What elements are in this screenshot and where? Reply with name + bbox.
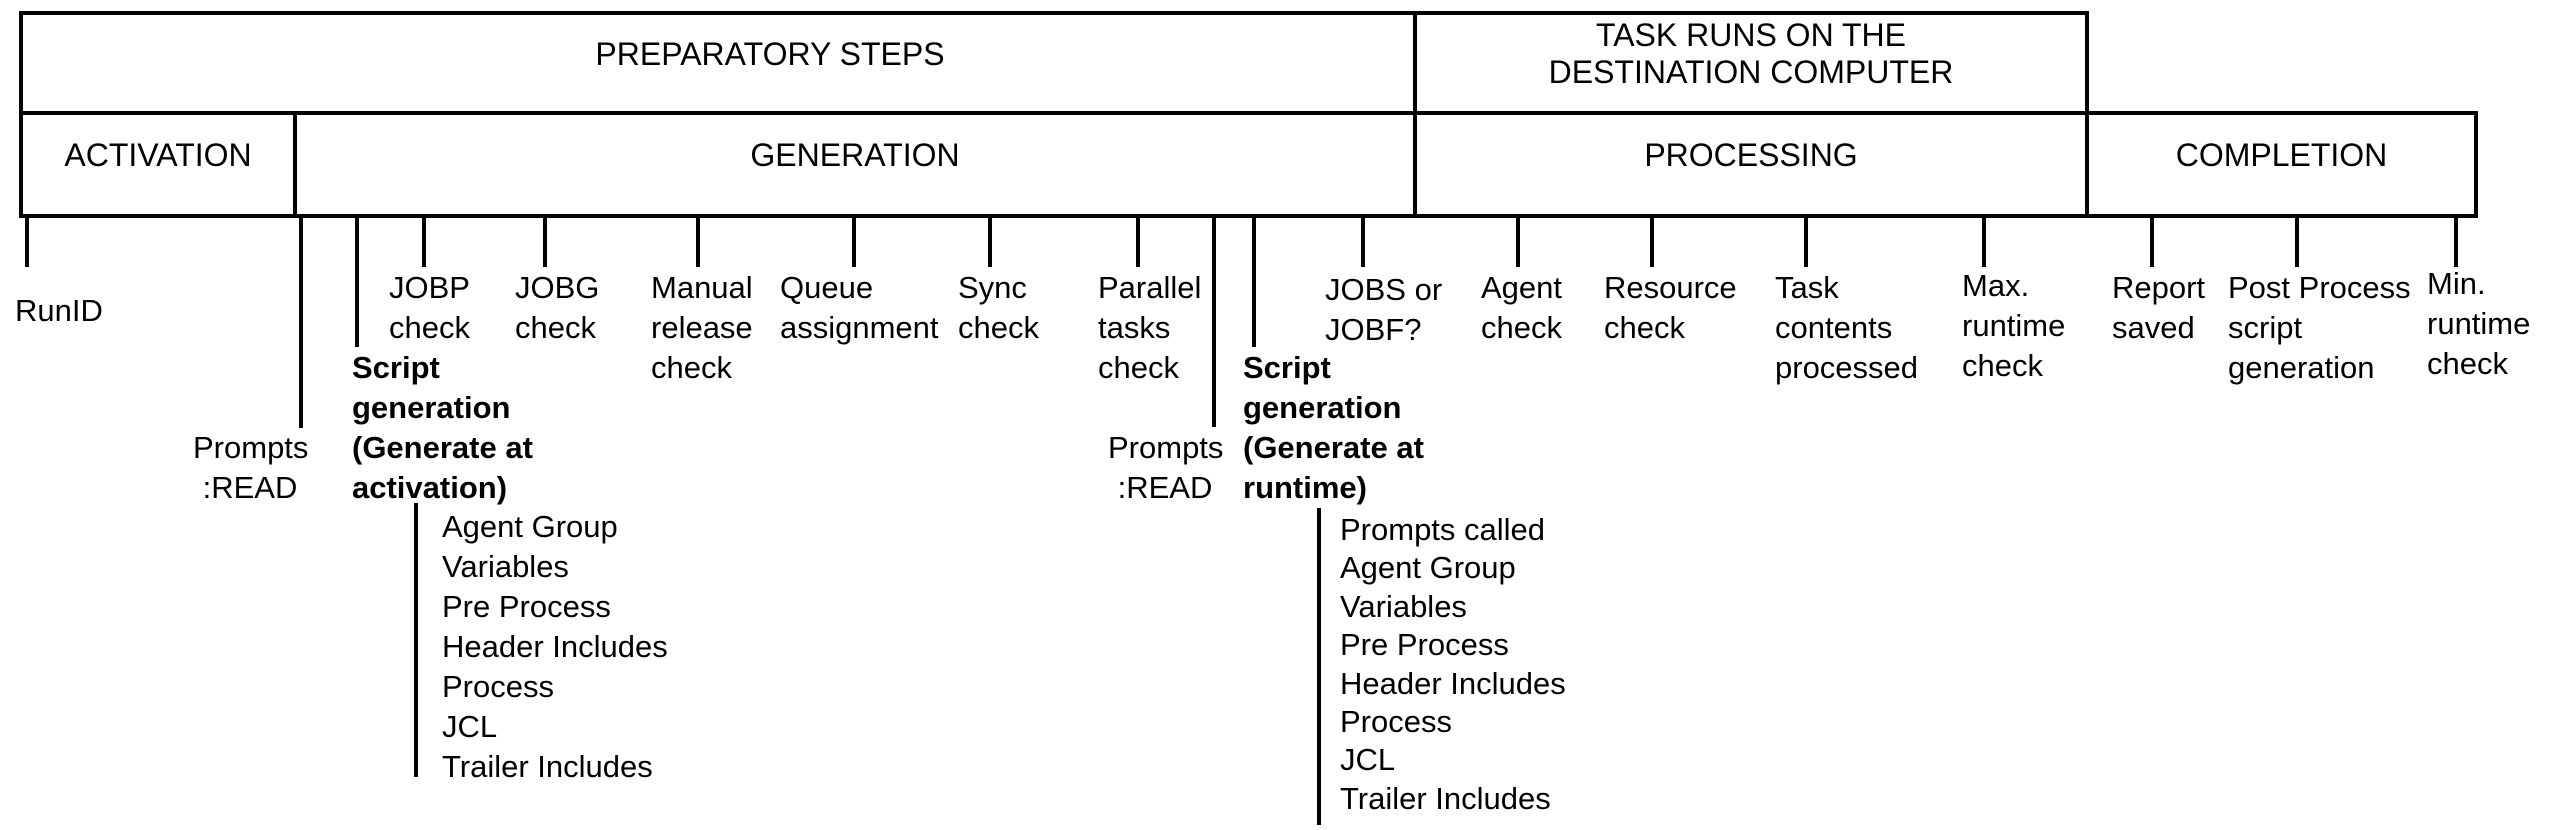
list-item: Variables xyxy=(1340,588,1467,624)
list-item: Trailer Includes xyxy=(442,749,653,784)
tick-runid xyxy=(25,218,29,267)
step-label-min-runtime-check: Min. runtime check xyxy=(2427,266,2531,381)
list-item: Variables xyxy=(442,549,569,584)
tick-report-saved xyxy=(2150,218,2154,267)
list-item: Process xyxy=(1340,703,1452,739)
tick-jobg-check xyxy=(543,218,547,267)
step-label-task-contents-processed: Task contents processed xyxy=(1775,270,1919,385)
tick-max-runtime-check xyxy=(1982,218,1986,267)
step-label-prompts-read-runtime: Prompts :READ xyxy=(1108,430,1224,505)
step-label-jobp-check: JOBP check xyxy=(389,270,470,345)
step-label-parallel-tasks-check: Parallel tasks check xyxy=(1098,270,1202,385)
list-item: Process xyxy=(442,669,554,704)
tick-agent-check xyxy=(1516,218,1520,267)
step-label-manual-release-check: Manual release check xyxy=(651,270,753,385)
phase-box-generation: GENERATION xyxy=(293,111,1417,218)
list-item: Agent Group xyxy=(442,509,618,544)
tick-min-runtime-check xyxy=(2454,218,2458,267)
step-label-script-generation-runtime: Script generation (Generate at runtime) xyxy=(1243,350,1424,505)
step-label-max-runtime-check: Max. runtime check xyxy=(1962,268,2066,383)
list-item: JCL xyxy=(1340,742,1396,778)
step-label-report-saved: Report saved xyxy=(2112,270,2206,345)
phase-box-completion: COMPLETION xyxy=(2085,111,2478,218)
tick-sync-check xyxy=(988,218,992,267)
tick-manual-release-check xyxy=(696,218,700,267)
list-item: JCL xyxy=(442,709,498,744)
step-label-queue-assignment: Queue assignment xyxy=(780,270,939,345)
list-item: Pre Process xyxy=(1340,627,1509,663)
step-label-resource-check: Resource check xyxy=(1604,270,1737,345)
branch-line-script-generation-runtime xyxy=(1252,218,1256,347)
step-label-jobg-check: JOBG check xyxy=(515,270,600,345)
phase-box-processing: PROCESSING xyxy=(1413,111,2089,218)
step-label-prompts-read-activation: Prompts :READ xyxy=(193,430,309,505)
step-label-post-process-script-generation: Post Process script generation xyxy=(2228,270,2411,385)
branch-line-prompts-read-activation xyxy=(299,218,303,428)
tick-post-process-script-generation xyxy=(2295,218,2299,267)
branch-line-script-generation-activation xyxy=(355,218,359,347)
tick-parallel-tasks-check xyxy=(1136,218,1140,267)
group-box-task-runs-destination: TASK RUNS ON THE DESTINATION COMPUTER xyxy=(1413,11,2089,115)
list-item: Trailer Includes xyxy=(1340,780,1551,816)
tick-resource-check xyxy=(1650,218,1654,267)
list-item: Prompts called xyxy=(1340,512,1546,547)
branch-line-runtime-detail-list xyxy=(1317,508,1321,825)
step-label-agent-check: Agent check xyxy=(1481,270,1563,345)
step-label-runid: RunID xyxy=(15,293,103,328)
tick-queue-assignment xyxy=(852,218,856,267)
tick-jobs-or-jobf xyxy=(1361,218,1365,267)
branch-line-activation-detail-list xyxy=(414,503,418,777)
group-box-preparatory-steps: PREPARATORY STEPS xyxy=(19,11,1417,115)
list-item: Agent Group xyxy=(1340,550,1516,586)
tick-task-contents-processed xyxy=(1804,218,1808,267)
phase-box-activation: ACTIVATION xyxy=(19,111,297,218)
list-item: Header Includes xyxy=(442,629,668,664)
step-label-script-generation-activation: Script generation (Generate at activatio… xyxy=(352,350,533,505)
branch-line-prompts-read-runtime xyxy=(1212,218,1216,427)
step-label-sync-check: Sync check xyxy=(958,270,1039,345)
list-item: Header Includes xyxy=(1340,665,1566,701)
step-label-jobs-or-jobf: JOBS or JOBF? xyxy=(1325,272,1443,347)
tick-jobp-check xyxy=(422,218,426,267)
list-item: Pre Process xyxy=(442,589,611,624)
